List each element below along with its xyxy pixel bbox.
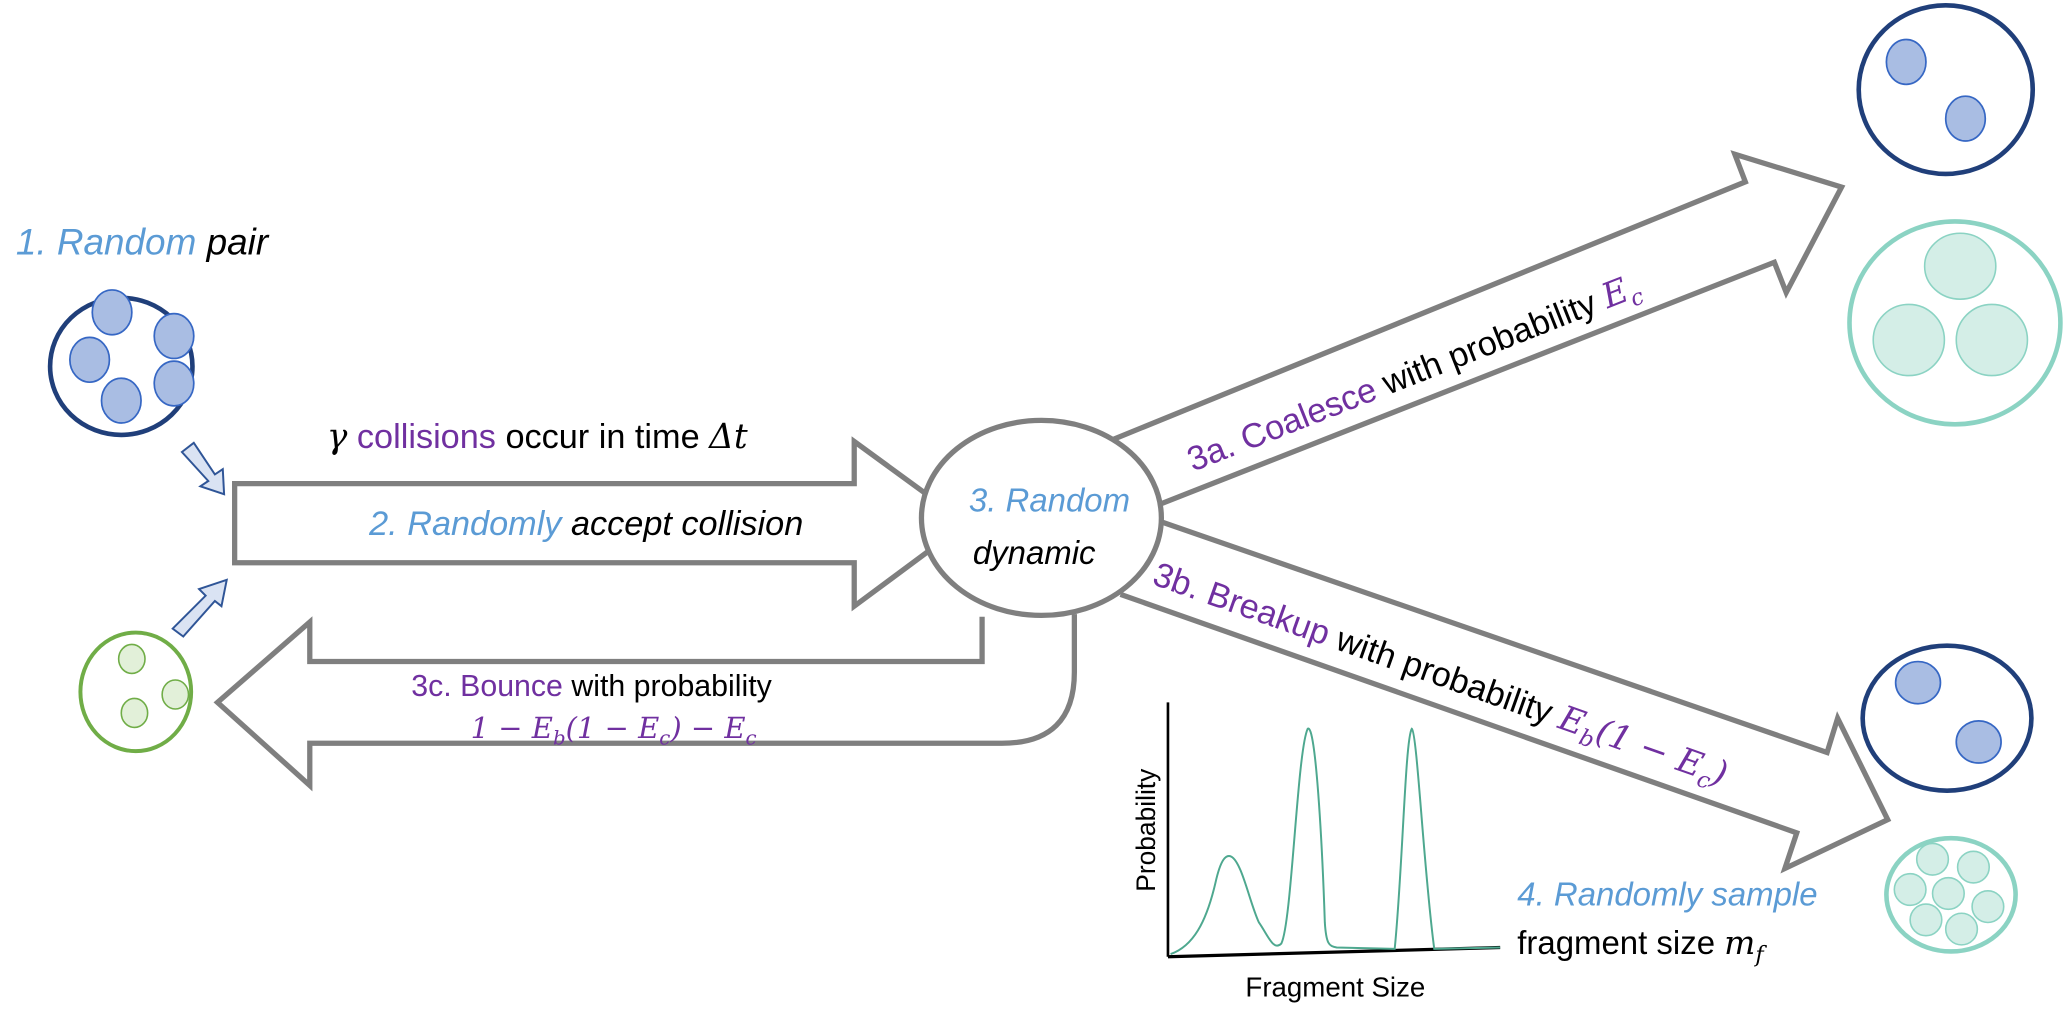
droplet-small-green bbox=[78, 630, 194, 754]
accept-collision-arrow bbox=[232, 436, 971, 612]
step1-label: 1. Random pair bbox=[16, 221, 270, 262]
probability-curve bbox=[1170, 727, 1501, 956]
step2-label: 2. Randomly accept collision bbox=[368, 505, 803, 543]
small-arrow-down-icon bbox=[180, 441, 226, 496]
coalesce-arrow bbox=[1110, 150, 1846, 508]
droplet-breakup-teal bbox=[1884, 835, 2018, 954]
droplet-coalesce-teal bbox=[1847, 219, 2063, 427]
random-dynamic-node bbox=[918, 417, 1165, 619]
collisions-label: γ collisions occur in time Δt bbox=[327, 417, 748, 457]
plot-y-label: Probability bbox=[1131, 768, 1161, 892]
small-arrow-up-icon bbox=[171, 578, 229, 638]
step3c-label: 3c. Bounce with probability bbox=[411, 670, 772, 703]
fragment-size-distribution-plot: Probability Fragment Size bbox=[1131, 702, 1501, 1002]
step4-label: 4. Randomly sample bbox=[1517, 875, 1817, 912]
step3b-label: 3b. Breakup with probability Eb(1 − Ec) bbox=[1146, 555, 1733, 800]
droplet-breakup-blue bbox=[1860, 643, 2034, 794]
step3-label-dynamic: dynamic bbox=[973, 534, 1096, 571]
droplet-coalesce-blue bbox=[1856, 2, 2036, 177]
bounce-arrow bbox=[213, 614, 1078, 792]
step3-label: 3. Random bbox=[969, 481, 1130, 518]
bounce-probability-formula: 1 − Eb(1 − Ec) − Ec bbox=[471, 711, 757, 750]
step4-fragment-size: fragment size mf bbox=[1517, 923, 1767, 968]
droplet-pair-large bbox=[47, 289, 195, 438]
breakup-arrow bbox=[1119, 518, 1892, 874]
plot-x-label: Fragment Size bbox=[1245, 971, 1425, 1002]
step3a-label: 3a. Coalesce with probability Ec bbox=[1182, 266, 1648, 485]
